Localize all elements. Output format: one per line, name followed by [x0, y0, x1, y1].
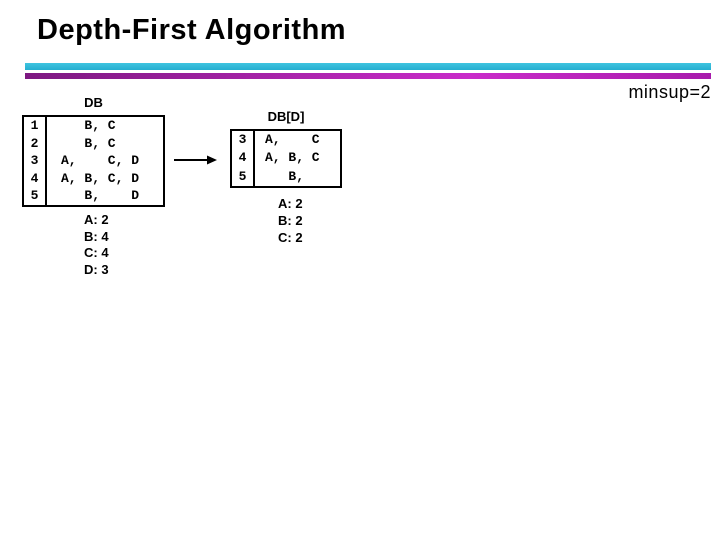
- db-d-table-items-column: A, C A, B, C B,: [255, 131, 340, 186]
- db-d-count-line: C: 2: [278, 229, 303, 245]
- db-item-counts: A: 2 B: 4 C: 4 D: 3: [84, 212, 109, 278]
- db-count-line: A: 2: [84, 212, 109, 227]
- db-row-items: B, D: [61, 188, 140, 204]
- db-d-row-items: B,: [265, 168, 305, 184]
- right-arrow-icon: [174, 155, 217, 165]
- db-row-id: 3: [30, 153, 39, 169]
- db-table-items-column: B, C B, C A, C, D A, B, C, D B, D: [47, 117, 163, 205]
- db-row-items: B, C: [61, 135, 116, 151]
- db-table: 1 2 3 4 5 B, C B, C A, C, D A, B, C, D B…: [22, 115, 165, 207]
- db-row-items: B, C: [61, 118, 116, 133]
- db-d-table-id-column: 3 4 5: [232, 131, 255, 186]
- db-d-table: 3 4 5 A, C A, B, C B,: [230, 129, 342, 188]
- db-row-id: 1: [30, 118, 39, 133]
- minsup-label: minsup=2: [628, 82, 711, 102]
- db-d-row-id: 5: [238, 168, 247, 184]
- divider-bar-magenta: [25, 73, 711, 79]
- db-row-id: 2: [30, 135, 39, 151]
- db-table-id-column: 1 2 3 4 5: [24, 117, 47, 205]
- db-d-count-line: A: 2: [278, 196, 303, 211]
- db-count-line: C: 4: [84, 245, 109, 260]
- db-row-items: A, B, C, D: [61, 170, 140, 186]
- db-d-row-items: A, C: [265, 132, 320, 147]
- db-d-row-id: 4: [238, 150, 247, 166]
- db-d-item-counts: A: 2 B: 2 C: 2: [278, 196, 303, 246]
- db-d-count-line: B: 2: [278, 212, 303, 228]
- db-d-row-items: A, B, C: [265, 150, 320, 166]
- db-row-id: 5: [30, 188, 39, 204]
- db-row-id: 4: [30, 170, 39, 186]
- db-row-items: A, C, D: [61, 153, 140, 169]
- db-count-line: B: 4: [84, 228, 109, 244]
- slide-title: Depth-First Algorithm: [37, 14, 347, 46]
- db-d-table-label: DB[D]: [267, 109, 305, 124]
- divider-bar-cyan: [25, 63, 711, 70]
- db-count-line: D: 3: [84, 261, 109, 277]
- db-d-row-id: 3: [238, 132, 247, 147]
- db-table-label: DB: [84, 95, 103, 110]
